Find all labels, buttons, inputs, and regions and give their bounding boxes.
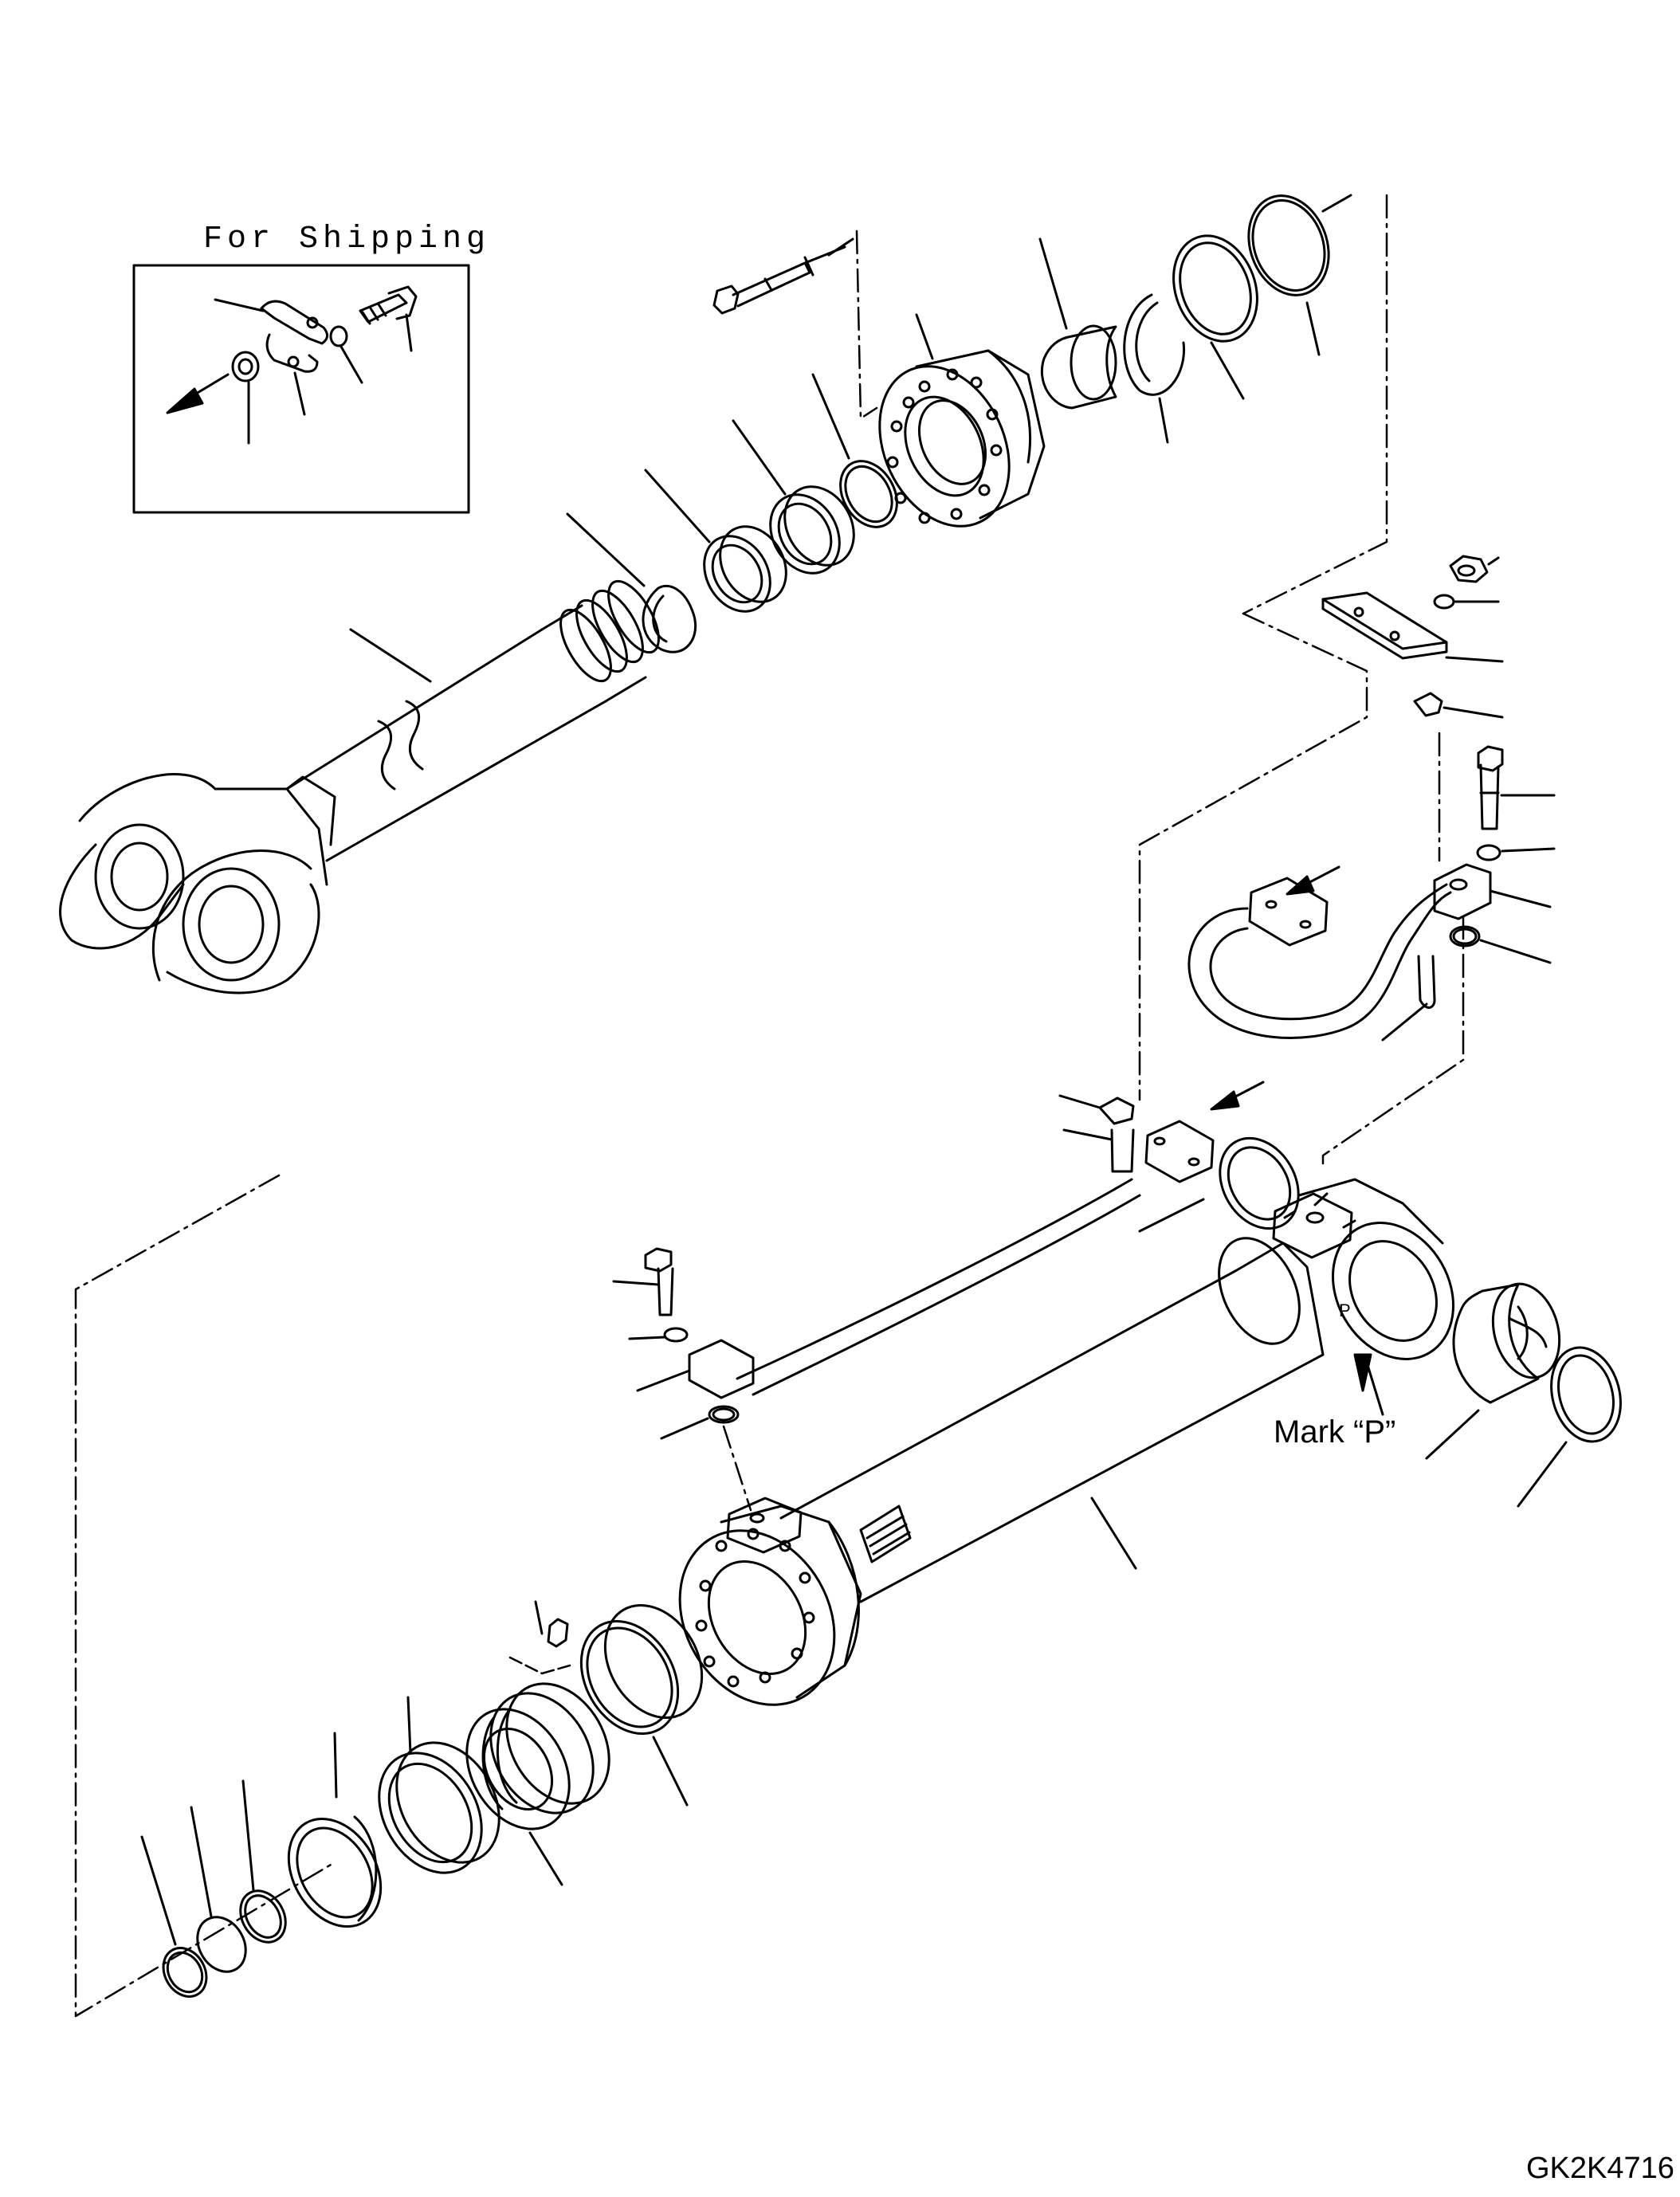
head-bolt bbox=[712, 237, 854, 315]
plate-letter-p: P bbox=[1339, 1301, 1351, 1320]
rod-seal-kit bbox=[566, 373, 898, 653]
u-tube bbox=[1187, 863, 1552, 1042]
drawing-id: GK2K4716 bbox=[1526, 2152, 1674, 2185]
head-snap-ring bbox=[1123, 293, 1186, 444]
shipping-kit-box bbox=[132, 264, 470, 514]
clevis-bushing bbox=[1425, 1282, 1561, 1460]
guide-lines-right bbox=[1138, 612, 1465, 1165]
shipping-spacer bbox=[231, 351, 260, 383]
shipping-washer bbox=[329, 325, 348, 347]
piston-rod bbox=[59, 579, 660, 995]
head-backup-ring bbox=[1172, 234, 1258, 400]
shipping-bolt bbox=[359, 285, 418, 325]
for-shipping-title: For Shipping bbox=[203, 222, 491, 257]
mark-p-label: Mark “P” bbox=[1274, 1414, 1396, 1450]
dust-seal bbox=[1138, 1136, 1300, 1233]
cylinder-head bbox=[878, 313, 1046, 528]
head-o-ring bbox=[1247, 194, 1352, 356]
long-tube bbox=[612, 1081, 1265, 1512]
shipping-arrow bbox=[166, 373, 230, 414]
clevis-seal-ring bbox=[1517, 1346, 1622, 1508]
guide-lines-upper bbox=[855, 194, 1388, 615]
head-bushing bbox=[1038, 237, 1117, 410]
shipping-clamp bbox=[260, 300, 328, 373]
pipe-clamp-set bbox=[1321, 555, 1556, 861]
cylinder-tube bbox=[678, 1178, 1454, 1706]
piston-parts bbox=[74, 1174, 704, 2018]
